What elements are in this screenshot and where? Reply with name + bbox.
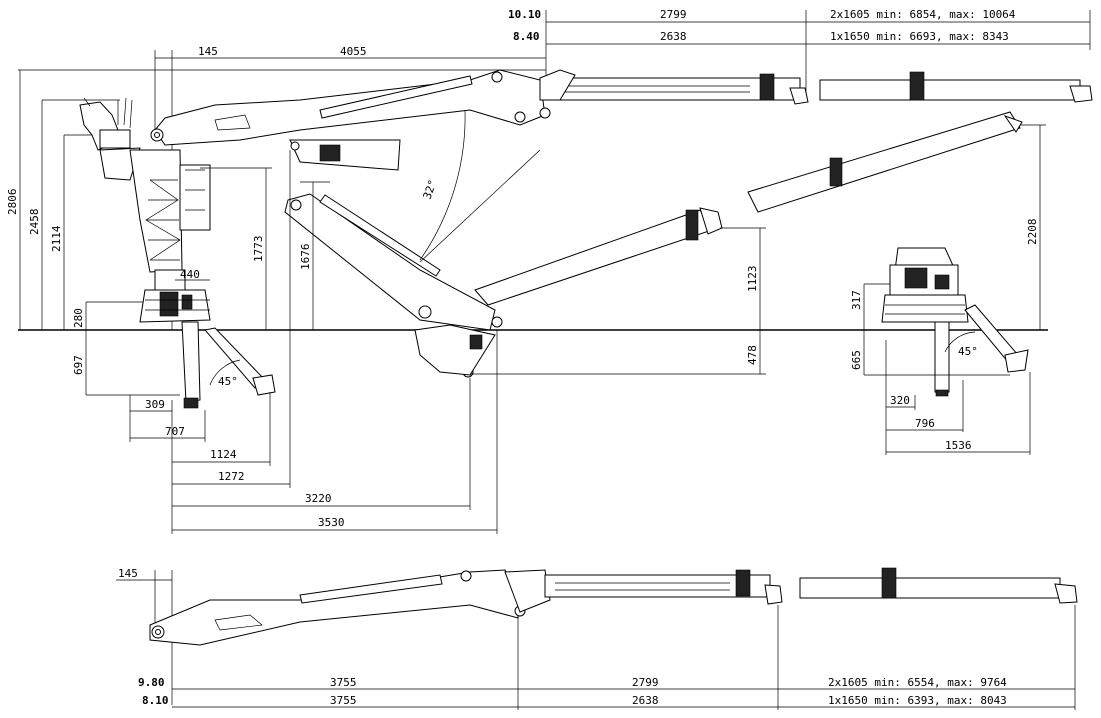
dim-1124: 1124 — [210, 448, 237, 461]
dim-697: 697 — [72, 355, 85, 375]
dim-317: 317 — [850, 290, 863, 310]
dim-320: 320 — [890, 394, 910, 407]
ext-note-1: 2x1605 min: 6854, max: 10064 — [830, 8, 1016, 21]
angle-45-right: 45° — [958, 345, 978, 358]
bottom-dim-2638: 2638 — [632, 694, 659, 707]
bottom-view: 145 9.80 8.10 3755 3755 2799 2638 2x1605… — [116, 567, 1078, 710]
dim-478: 478 — [746, 345, 759, 365]
bottom-ext-note-2: 1x1650 min: 6393, max: 8043 — [828, 694, 1007, 707]
bottom-dim-3755-b: 3755 — [330, 694, 357, 707]
ext-dim-2799: 2799 — [660, 8, 687, 21]
bottom-dim-3755-a: 3755 — [330, 676, 357, 689]
dim-3530: 3530 — [318, 516, 345, 529]
dim-1676: 1676 — [299, 244, 312, 271]
bottom-reach-label-2: 8.10 — [142, 694, 169, 707]
left-horizontal-dims: 309 707 1124 1272 3220 3530 — [129, 150, 498, 534]
dim-2458: 2458 — [28, 209, 41, 236]
middle-vertical-dims: 1773 1676 1123 478 2208 440 — [175, 124, 1046, 375]
reach-label-1: 10.10 — [508, 8, 541, 21]
reach-label-2: 8.40 — [513, 30, 540, 43]
boom-lowered: 32° — [284, 109, 1023, 378]
bottom-offset-145: 145 — [118, 567, 138, 580]
main-boom-4055: 4055 — [340, 45, 367, 58]
top-dimension-header: 10.10 8.40 2799 2638 2x1605 min: 6854, m… — [18, 8, 1091, 330]
left-vertical-dims: 2806 2458 2114 280 697 — [6, 70, 180, 396]
bottom-ext-note-1: 2x1605 min: 6554, max: 9764 — [828, 676, 1007, 689]
dim-3220: 3220 — [305, 492, 332, 505]
ext-dim-2638: 2638 — [660, 30, 687, 43]
angle-45-left: 45° — [218, 375, 238, 388]
dim-1123: 1123 — [746, 266, 759, 293]
dim-796: 796 — [915, 417, 935, 430]
front-view: 45° 317 665 320 796 1536 — [850, 247, 1031, 455]
dim-2208: 2208 — [1026, 219, 1039, 246]
crane-column: 45° — [79, 97, 276, 409]
dim-707: 707 — [165, 425, 185, 438]
dim-2806: 2806 — [6, 189, 19, 216]
angle-32: 32° — [421, 178, 440, 201]
bottom-reach-label-1: 9.80 — [138, 676, 165, 689]
dim-1773: 1773 — [252, 236, 265, 263]
dim-440: 440 — [180, 268, 200, 281]
dim-1272: 1272 — [218, 470, 245, 483]
dim-1536: 1536 — [945, 439, 972, 452]
offset-145: 145 — [198, 45, 218, 58]
dim-280: 280 — [72, 308, 85, 328]
ext-note-2: 1x1650 min: 6693, max: 8343 — [830, 30, 1009, 43]
dim-309: 309 — [145, 398, 165, 411]
dim-2114: 2114 — [50, 225, 63, 252]
bottom-dim-2799: 2799 — [632, 676, 659, 689]
dim-665: 665 — [850, 350, 863, 370]
main-boom-top — [150, 69, 1093, 171]
